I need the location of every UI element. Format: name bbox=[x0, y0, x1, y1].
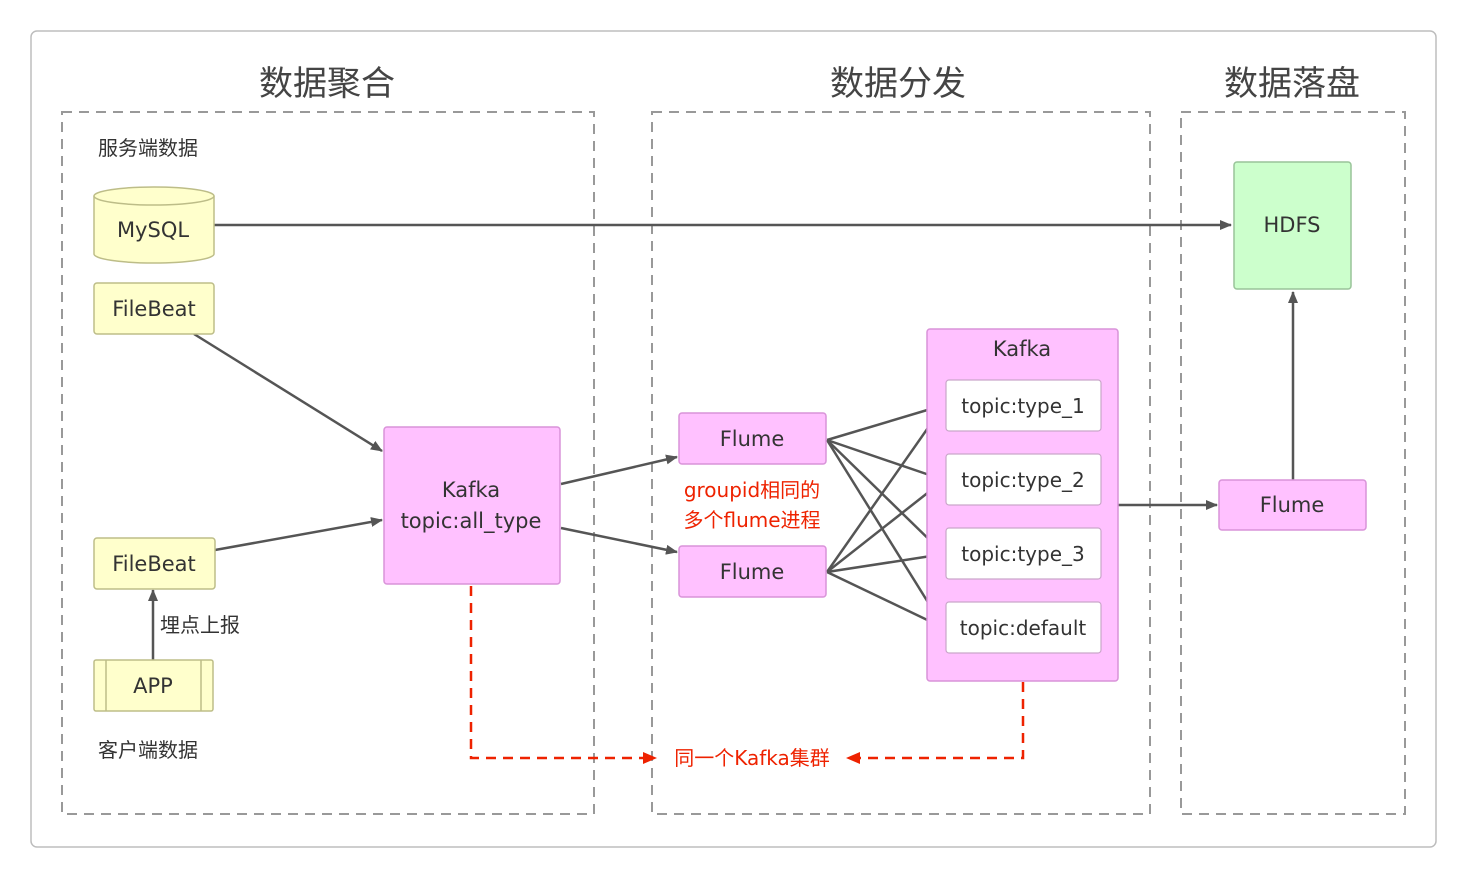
arrow-flume-top-to-default bbox=[825, 439, 946, 629]
same-cluster-connector-right bbox=[846, 682, 1025, 764]
hdfs-label: HDFS bbox=[1263, 213, 1320, 237]
topic-default-label: topic:default bbox=[960, 616, 1087, 640]
aggregation-section bbox=[61, 111, 595, 815]
arrow-kafka-to-flume-bottom bbox=[560, 526, 678, 555]
client-data-label: 客户端数据 bbox=[98, 738, 198, 762]
flume-right-box bbox=[1218, 479, 1367, 531]
topic-type-2-label: topic:type_2 bbox=[961, 468, 1084, 492]
hdfs-node: HDFS bbox=[1233, 161, 1352, 290]
mysql-cylinder-body bbox=[93, 196, 215, 264]
arrow-flume-bottom-to-default bbox=[826, 570, 945, 630]
topic-type-3-label: topic:type_3 bbox=[961, 542, 1084, 566]
filebeat-bottom-box bbox=[93, 537, 216, 590]
flume-right-label: Flume bbox=[1260, 493, 1325, 517]
same-cluster-connector-left bbox=[469, 586, 657, 764]
filebeat-top-box bbox=[93, 282, 215, 335]
flume-bottom-label: Flume bbox=[720, 560, 785, 584]
arrow-flume-top-to-topic2 bbox=[826, 438, 945, 482]
app-node: APP bbox=[93, 659, 214, 712]
kafka-main-node: Kafka topic:all_type bbox=[383, 426, 561, 585]
mysql-cylinder-top bbox=[93, 186, 215, 206]
arrow-kafka-to-flume-top bbox=[560, 454, 678, 486]
topic-default-box bbox=[945, 601, 1102, 654]
kafka-main-title: Kafka bbox=[442, 478, 500, 502]
kafka-cluster-title: Kafka bbox=[993, 337, 1051, 361]
flume-right-node: Flume bbox=[1218, 479, 1367, 531]
flume-bottom-node: Flume bbox=[678, 545, 827, 598]
kafka-main-box bbox=[383, 426, 561, 585]
topic-type-2-box bbox=[945, 453, 1102, 506]
flume-top-box bbox=[678, 412, 827, 465]
groupid-note-line1: groupid相同的 bbox=[684, 478, 820, 502]
topic-type-1-box bbox=[945, 379, 1102, 432]
arrow-flume-top-to-topic1 bbox=[826, 403, 945, 442]
arrow-filebeat-top-to-kafka bbox=[193, 332, 383, 453]
filebeat-bottom-label: FileBeat bbox=[112, 552, 196, 576]
same-cluster-label: 同一个Kafka集群 bbox=[674, 746, 830, 770]
filebeat-top-label: FileBeat bbox=[112, 297, 196, 321]
arrow-flume-bottom-to-topic2 bbox=[826, 479, 945, 573]
landing-section bbox=[1180, 111, 1406, 815]
filebeat-bottom-node: FileBeat bbox=[93, 537, 216, 590]
groupid-note-line2: 多个flume进程 bbox=[683, 508, 820, 532]
mysql-node: MySQL bbox=[93, 186, 215, 264]
flume-top-node: Flume bbox=[678, 412, 827, 465]
mysql-label: MySQL bbox=[117, 218, 189, 242]
section-title-aggregation: 数据聚合 bbox=[259, 64, 395, 104]
section-title-landing: 数据落盘 bbox=[1224, 64, 1360, 104]
kafka-main-topic: topic:all_type bbox=[401, 509, 542, 534]
kafka-cluster-node: Kafka topic:type_1 topic:type_2 topic:ty… bbox=[926, 328, 1119, 682]
app-label: APP bbox=[133, 674, 173, 698]
hdfs-box bbox=[1233, 161, 1352, 290]
topic-type-1-label: topic:type_1 bbox=[961, 394, 1084, 418]
arrow-flume-bottom-to-topic1 bbox=[825, 404, 946, 573]
arrow-flume-top-to-topic3 bbox=[826, 439, 945, 555]
flume-bottom-box bbox=[678, 545, 827, 598]
filebeat-top-node: FileBeat bbox=[93, 282, 215, 335]
flume-top-label: Flume bbox=[720, 427, 785, 451]
server-data-label: 服务端数据 bbox=[98, 136, 198, 160]
section-title-distribution: 数据分发 bbox=[830, 64, 966, 104]
arrow-flume-bottom-to-topic3 bbox=[826, 550, 945, 574]
topic-type-3-box bbox=[945, 527, 1102, 580]
app-box bbox=[93, 659, 214, 712]
arrow-filebeat-bottom-to-kafka bbox=[214, 517, 383, 552]
report-label: 埋点上报 bbox=[160, 613, 240, 637]
